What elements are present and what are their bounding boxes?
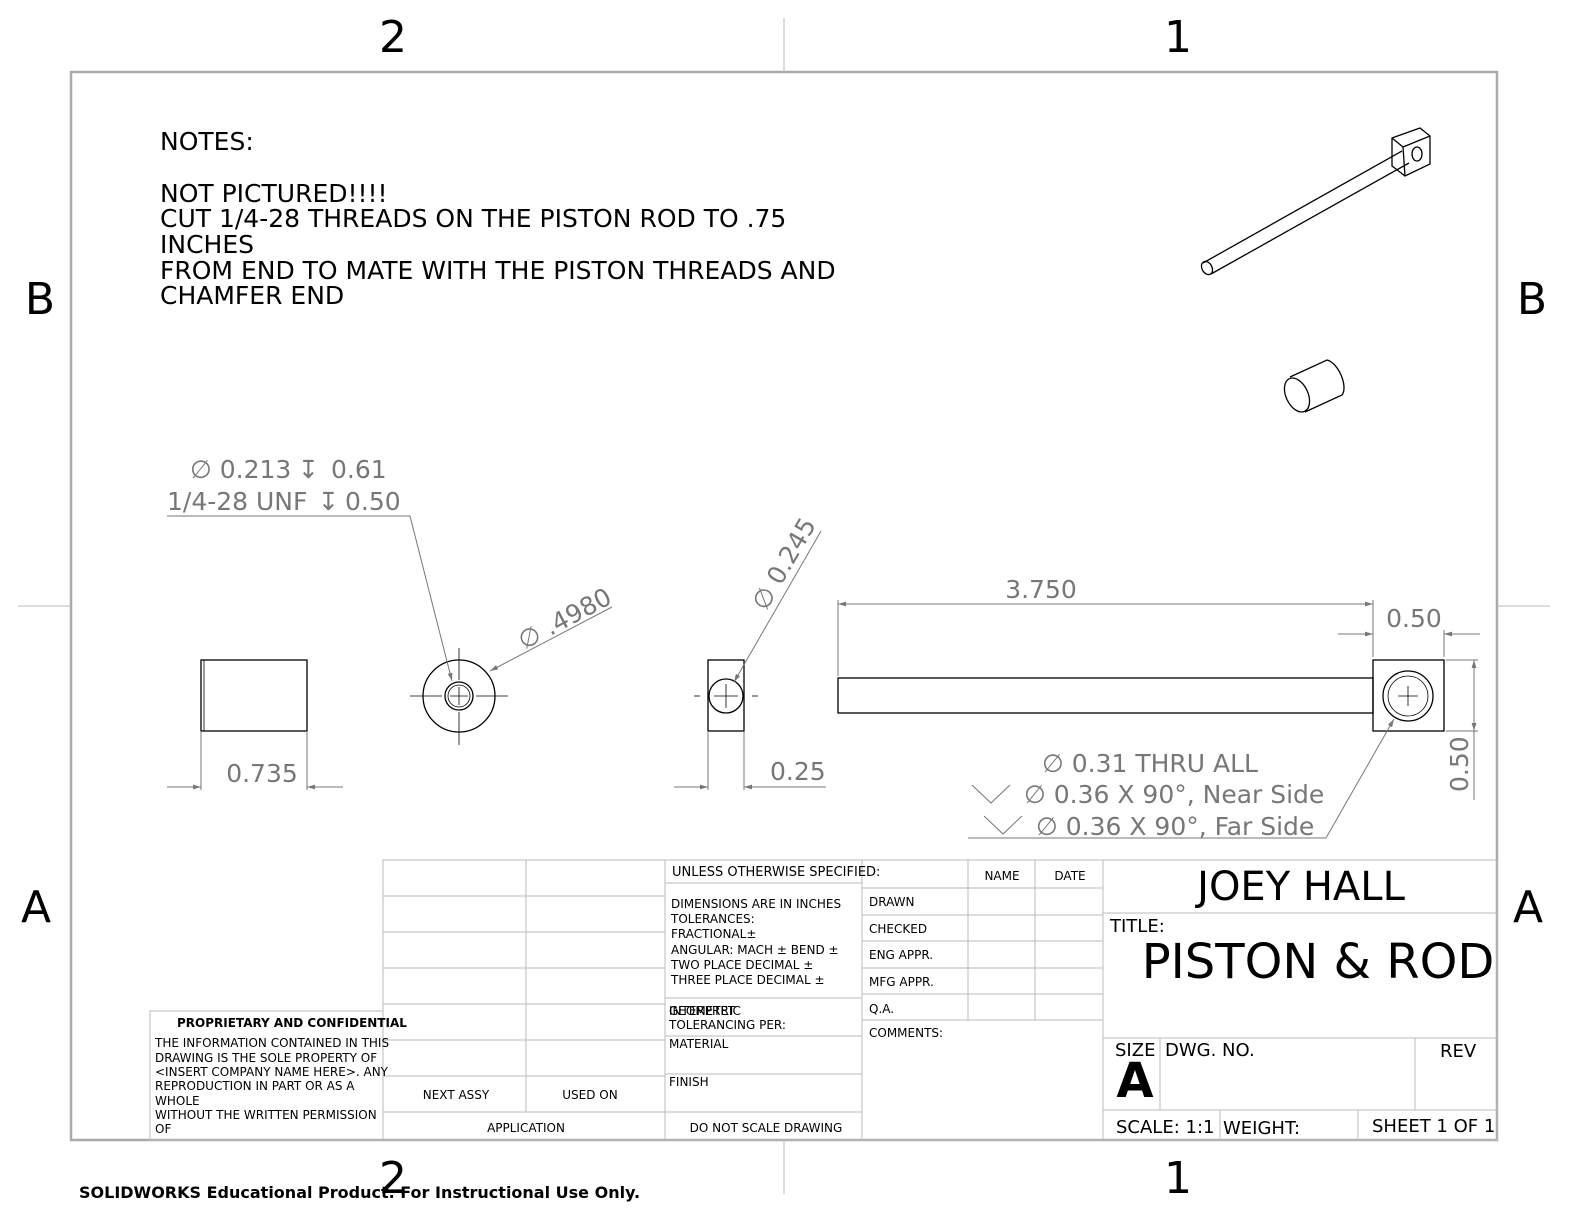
note-line: FROM END TO MATE WITH THE PISTON THREADS…: [160, 256, 836, 285]
zone-label-col-1-top: 1: [1164, 12, 1192, 63]
note-line: NOT PICTURED!!!!: [160, 179, 388, 208]
zone-label-row-b-left: B: [25, 274, 55, 325]
weight-label: WEIGHT:: [1223, 1118, 1300, 1139]
application-label: APPLICATION: [487, 1121, 565, 1135]
thread-callout-depth: 0.50: [345, 487, 401, 516]
dim-rod-end-width: 0.25: [770, 757, 826, 786]
zone-label-col-2-top: 2: [379, 12, 407, 63]
tolerance-three-place: THREE PLACE DECIMAL ±: [670, 973, 825, 987]
zone-label-col-1-bottom: 1: [1164, 1153, 1192, 1204]
rev-label: REV: [1440, 1041, 1477, 1062]
dim-piston-length: 0.735: [226, 759, 298, 788]
mfg-appr-label: MFG APPR.: [869, 975, 934, 989]
notes-heading: NOTES:: [160, 127, 254, 156]
note-line: INCHES: [160, 230, 254, 259]
date-header: DATE: [1054, 869, 1085, 883]
size-label: SIZE: [1115, 1040, 1155, 1061]
tolerance-two-place: TWO PLACE DECIMAL ±: [670, 958, 813, 972]
interpret-label: INTERPRET: [669, 1004, 736, 1018]
dimensions-units: DIMENSIONS ARE IN INCHES: [671, 897, 841, 911]
tolerance-angular: ANGULAR: MACH ± BEND ±: [671, 943, 839, 957]
depth-symbol-icon: ↧: [318, 487, 339, 516]
eng-appr-label: ENG APPR.: [869, 948, 933, 962]
title-label: TITLE:: [1109, 916, 1165, 937]
educational-footer: SOLIDWORKS Educational Product. For Inst…: [79, 1183, 640, 1202]
zone-label-row-a-right: A: [1513, 882, 1543, 933]
geometric-label: GEOMETRIC: [669, 1004, 741, 1018]
zone-label-row-b-right: B: [1517, 274, 1547, 325]
notes-block: NOTES: NOT PICTURED!!!! CUT 1/4-28 THREA…: [160, 127, 836, 310]
hole-callout-thru: ∅ 0.31 THRU ALL: [1042, 749, 1258, 778]
proprietary-text-line: THE INFORMATION CONTAINED IN THIS: [154, 1036, 389, 1050]
proprietary-text-line: REPRODUCTION IN PART OR AS A: [155, 1079, 355, 1093]
sheet-number: SHEET 1 OF 1: [1372, 1116, 1495, 1137]
countersink-symbol-icon: [983, 815, 1023, 835]
company-name: JOEY HALL: [1194, 864, 1405, 910]
drawing-title: PISTON & ROD: [1142, 934, 1495, 990]
next-assy-label: NEXT ASSY: [423, 1088, 490, 1102]
checked-label: CHECKED: [869, 922, 927, 936]
piston-end-view: ∅ 0.213 ↧ 0.61 1/4-28 UNF ↧ 0.50 ∅ .4980: [167, 455, 616, 745]
proprietary-text-line: WHOLE: [155, 1094, 200, 1108]
zone-label-row-a-left: A: [21, 882, 51, 933]
dim-rod-length: 3.750: [1005, 575, 1077, 604]
tolerance-fractional: FRACTIONAL±: [671, 927, 756, 941]
proprietary-heading: PROPRIETARY AND CONFIDENTIAL: [177, 1016, 407, 1030]
hole-callout-depth: 0.61: [331, 455, 387, 484]
dwg-no-label: DWG. NO.: [1165, 1040, 1255, 1061]
hole-callout-diameter: ∅ 0.213: [190, 455, 291, 484]
dim-block-height: 0.50: [1445, 736, 1474, 792]
tolerancing-per-label: TOLERANCING PER:: [668, 1018, 786, 1032]
note-line: CUT 1/4-28 THREADS ON THE PISTON ROD TO …: [160, 204, 786, 233]
dim-piston-diameter: ∅ .4980: [513, 582, 616, 655]
proprietary-text-line: OF: [155, 1122, 171, 1136]
rod-front-view: 3.750 0.50 0.50 ∅ 0.31 THRU ALL ∅ 0.36 X…: [837, 575, 1480, 841]
proprietary-text-line: WITHOUT THE WRITTEN PERMISSION: [155, 1108, 377, 1122]
dim-rod-end-diameter: ∅ 0.245: [746, 513, 822, 615]
do-not-scale-label: DO NOT SCALE DRAWING: [690, 1121, 843, 1135]
name-header: NAME: [984, 869, 1019, 883]
hole-callout-near-side: ∅ 0.36 X 90°, Near Side: [1024, 780, 1324, 809]
rod-end-block-view: 0.25 ∅ 0.245: [674, 513, 826, 790]
scale-value: SCALE: 1:1: [1116, 1117, 1214, 1138]
hole-callout-far-side: ∅ 0.36 X 90°, Far Side: [1036, 812, 1314, 841]
used-on-label: USED ON: [562, 1088, 617, 1102]
drawn-label: DRAWN: [869, 895, 915, 909]
dim-block-width: 0.50: [1386, 604, 1442, 633]
material-label: MATERIAL: [669, 1037, 729, 1051]
sheet-size: A: [1116, 1053, 1153, 1109]
proprietary-text-line: DRAWING IS THE SOLE PROPERTY OF: [155, 1051, 377, 1065]
thread-callout: 1/4-28 UNF: [167, 487, 307, 516]
piston-side-view: 0.735: [167, 659, 343, 790]
qa-label: Q.A.: [869, 1002, 894, 1016]
title-block: [149, 859, 1498, 1141]
isometric-rod-view: [1200, 127, 1431, 276]
note-line: CHAMFER END: [160, 281, 344, 310]
proprietary-text-line: <INSERT COMPANY NAME HERE>. ANY: [155, 1065, 389, 1079]
tolerances-label: TOLERANCES:: [670, 912, 755, 926]
isometric-piston-view: [1283, 359, 1345, 413]
zone-label-col-2-bottom: 2: [379, 1153, 407, 1204]
finish-label: FINISH: [669, 1075, 709, 1089]
countersink-symbol-icon: [971, 784, 1011, 804]
comments-label: COMMENTS:: [869, 1026, 943, 1040]
depth-symbol-icon: ↧: [298, 455, 319, 484]
unless-specified-label: UNLESS OTHERWISE SPECIFIED:: [672, 865, 880, 880]
